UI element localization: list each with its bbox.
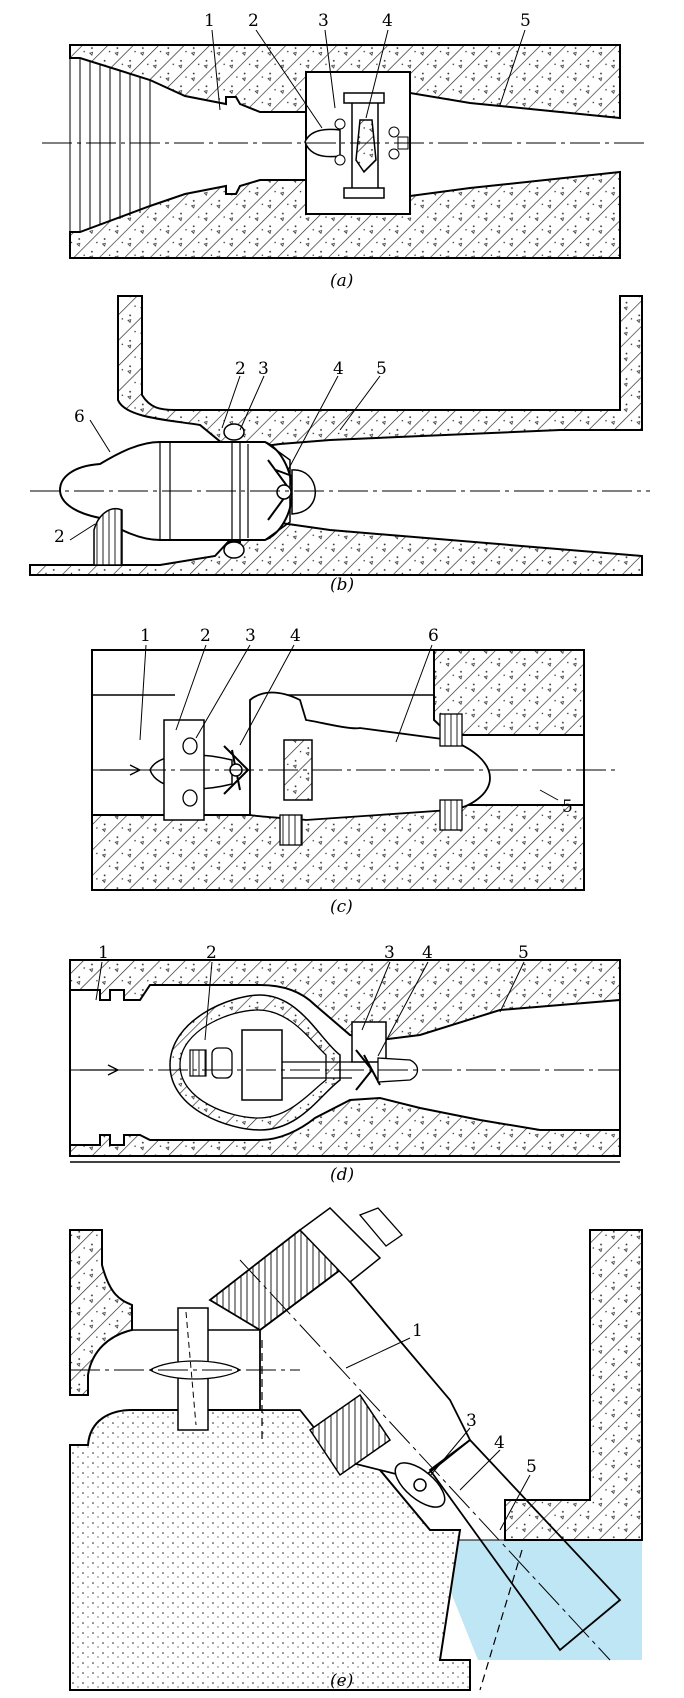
diagram-b-pier — [93, 508, 123, 566]
diagram-c-pier-right-bottom — [439, 799, 463, 831]
diagram-e-water — [430, 1540, 642, 1660]
diagram-c-passage-top — [92, 694, 435, 720]
diagram-c-guide-top — [182, 737, 198, 755]
diagram-c-label-6: 6 — [428, 626, 439, 646]
diagram-b-runner-hub — [291, 469, 317, 515]
diagram-c-leaders — [139, 644, 559, 801]
diagram-e-axis-inclined — [239, 1259, 611, 1661]
diagram-a-bearing-2 — [334, 154, 346, 166]
diagram-a-label-2: 2 — [248, 11, 259, 31]
diagram-e-label-1: 1 — [412, 1321, 423, 1341]
diagram-b-guide-top — [223, 423, 245, 441]
diagram-c-label-4: 4 — [290, 626, 301, 646]
diagram-c-caption: (c) — [330, 897, 353, 917]
diagram-e-dash-1 — [261, 1340, 523, 1691]
diagram-e-wall-bottom — [69, 1409, 471, 1691]
diagram-a-bearing-1 — [334, 118, 346, 130]
diagram-a-label-5: 5 — [520, 11, 531, 31]
diagram-b-leaders — [69, 375, 381, 541]
diagram-e-label-3: 3 — [466, 1411, 477, 1431]
diagram-d-label-5: 5 — [518, 943, 529, 963]
diagram-d-exciter — [211, 1047, 233, 1079]
diagram-a-guide-top — [343, 92, 385, 104]
diagram-b-concrete-top — [117, 295, 643, 471]
diagram-d-generator — [241, 1029, 283, 1101]
diagram-d-leaders — [95, 961, 525, 1057]
diagram-e-wall-right — [504, 1229, 643, 1541]
diagram-b-caption: (b) — [330, 575, 354, 595]
diagram-e-wall-left — [69, 1229, 133, 1396]
diagram-b-label-2b: 2 — [54, 527, 65, 547]
diagram-a-leaders — [211, 29, 526, 129]
diagram-d-label-2: 2 — [206, 943, 217, 963]
diagram-b-guide-bottom — [223, 541, 245, 559]
diagram-c-guide-bottom — [182, 789, 198, 807]
diagram-a: 1 2 3 4 5 (a) — [42, 11, 648, 291]
diagram-e-label-5: 5 — [526, 1457, 537, 1477]
diagram-b-label-3: 3 — [258, 359, 269, 379]
diagram-e-caption: (e) — [330, 1671, 353, 1691]
diagram-a-concrete-upper — [69, 44, 621, 120]
diagram-a-intake-lines — [69, 58, 151, 232]
diagram-e-leaders — [345, 1337, 531, 1531]
diagram-c-label-2: 2 — [200, 626, 211, 646]
diagram-a-bearing-3 — [388, 126, 400, 138]
diagram-c-label-3: 3 — [245, 626, 256, 646]
diagram-d: 1 2 3 4 5 (d) — [69, 943, 621, 1185]
diagram-a-label-1: 1 — [204, 11, 215, 31]
diagram-b-label-6: 6 — [74, 407, 85, 427]
diagram-b: 2 3 4 5 6 2 (b) — [29, 295, 650, 595]
diagram-d-shaft — [282, 1061, 352, 1079]
diagram-d-label-1: 1 — [98, 943, 109, 963]
diagram-c-pier-left — [279, 814, 303, 846]
diagram-e-gate-dash — [185, 1311, 197, 1426]
diagram-d-label-3: 3 — [384, 943, 395, 963]
diagram-e: 1 3 4 5 (e) — [69, 1207, 643, 1691]
diagram-c: 1 2 3 4 6 5 (c) — [91, 626, 618, 917]
diagram-b-hub-circle — [276, 484, 292, 500]
diagram-b-label-4: 4 — [333, 359, 344, 379]
diagram-b-label-2: 2 — [235, 359, 246, 379]
diagram-d-bearing — [189, 1049, 207, 1077]
diagram-c-label-5: 5 — [562, 797, 573, 817]
diagram-e-hub — [413, 1478, 427, 1492]
diagram-d-turbine-box — [351, 1021, 387, 1063]
diagram-a-guide-bottom — [343, 187, 385, 199]
diagram-c-pier-right-top — [439, 713, 463, 747]
diagram-a-label-3: 3 — [318, 11, 329, 31]
diagram-a-label-4: 4 — [382, 11, 393, 31]
diagram-a-runner — [355, 119, 377, 174]
diagram-e-cap-small — [358, 1207, 403, 1247]
diagram-e-label-4: 4 — [494, 1433, 505, 1453]
diagram-a-bearing-4 — [388, 148, 400, 160]
diagram-a-caption: (a) — [330, 271, 353, 291]
diagram-b-label-5: 5 — [376, 359, 387, 379]
diagram-c-label-1: 1 — [140, 626, 151, 646]
diagram-e-draft-tube — [428, 1438, 622, 1652]
diagram-e-motor-top — [298, 1207, 382, 1284]
diagram-d-caption: (d) — [330, 1165, 354, 1185]
diagram-d-label-4: 4 — [422, 943, 433, 963]
diagram-e-runner-bundle — [308, 1393, 392, 1477]
